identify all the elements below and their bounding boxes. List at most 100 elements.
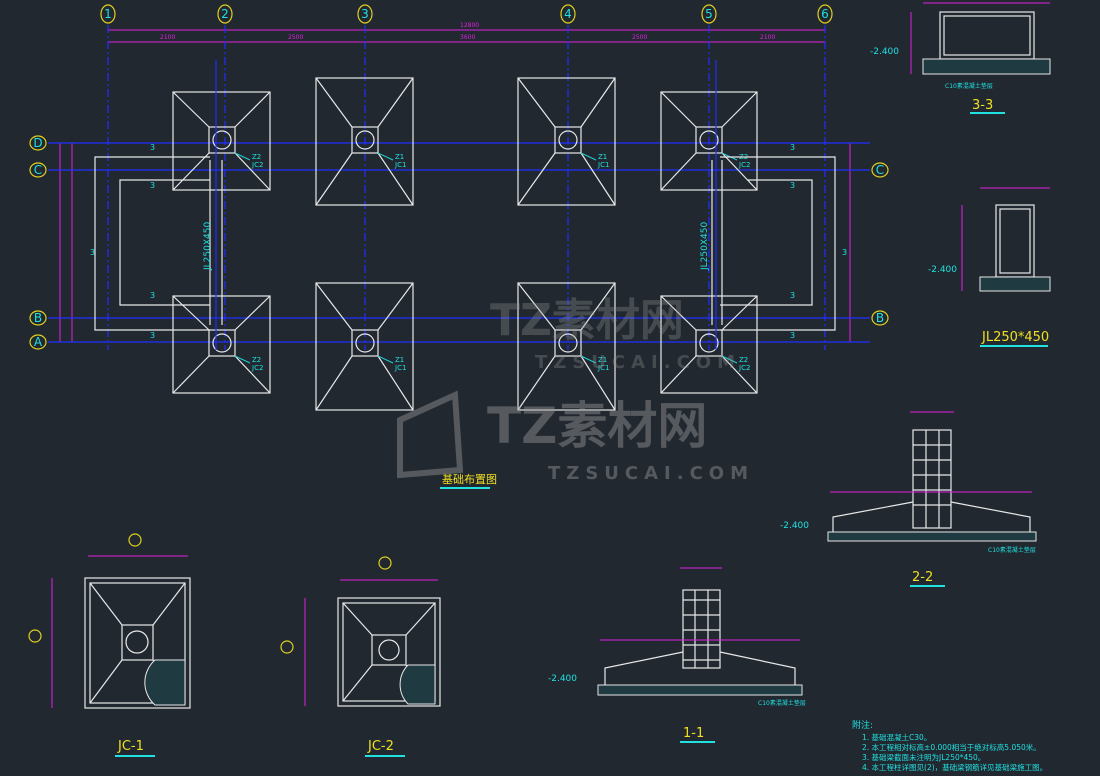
cushion-label: C10素混凝土垫层 [945,82,993,90]
leader-line [721,355,738,364]
section-mark: 3 [790,143,795,152]
axis-label-C: C [34,163,42,177]
footing-outline [660,295,758,394]
section-1-1: -2.400 C10素混凝土垫层 1-1 [548,567,806,743]
column-pedestal [695,329,723,357]
elevation-label: -2.400 [780,521,809,531]
column-pedestal [351,329,379,357]
axis-label-2: 2 [221,7,229,21]
note-item: 1. 基础混凝土C30。 [862,732,931,742]
leader-line [580,355,597,364]
footing-outline [517,282,616,411]
footing-label-z: Z2 [252,356,261,364]
jc1-title: JC-1 [117,739,144,754]
detail-jc2: JC-2 [280,556,441,757]
footing-slope-lines [660,295,758,394]
dim-seg: 2500 [288,34,303,41]
footing-label-jc: JC2 [251,364,263,372]
axis-bubble-B [29,310,47,326]
axis-label-B: B [34,311,42,325]
elevation-label: -2.400 [870,47,899,57]
footing-outline [315,282,414,411]
footing-label-jc: JC2 [738,161,750,169]
footing-label-z: Z1 [598,153,607,161]
section-2-2: -2.400 C10素混凝土垫层 2-2 [780,411,1037,587]
axis-label-A: A [34,335,43,349]
dim-seg: 2500 [632,34,647,41]
axis-bubble-1 [100,4,116,24]
detail-jc1: JC-1 [28,533,191,757]
watermark-url: TZSUCAI.COM [548,463,754,484]
top-dimension-lines: 12800 2100 2500 3600 2500 2100 [59,22,851,342]
leader-line [580,152,597,161]
notes-heading: 附注: [852,719,873,731]
footing-outline [517,77,616,206]
column-pedestal [554,126,582,154]
jc2-title: JC-2 [367,739,394,754]
column-circle [355,333,375,353]
leader-line [234,152,251,161]
axis-bubble-3 [357,4,373,24]
plan-title: 基础布置图 [442,473,497,486]
footing-outline [660,91,758,191]
jl-title: JL250*450 [981,330,1049,345]
note-item: 3. 基础梁截面未注明为JL250*450。 [862,752,985,762]
section-mark: 3 [150,143,155,152]
elevation-label: -2.400 [928,265,957,275]
column-circle [699,130,719,150]
dim-total: 12800 [460,22,479,29]
axis-bubble-D [29,135,47,151]
footing-label-jc: JC1 [597,364,609,372]
watermark-brand: TZ素材网 [490,295,684,346]
footing-label-jc: JC2 [251,161,263,169]
section-mark: 3 [790,181,795,190]
watermark-brand: TZ素材网 [487,397,707,455]
footing-label-z: Z2 [739,356,748,364]
section-mark: 3 [150,331,155,340]
column-pedestal [351,126,379,154]
column-circle [558,130,578,150]
leader-line [377,152,394,161]
section-mark: 3 [790,331,795,340]
section-3-3: -2.400 C10素混凝土垫层 3-3 [870,2,1051,114]
footing-slope-lines [172,295,271,394]
footing-label-z: Z1 [395,356,404,364]
beam-label: JL250X450 [203,222,213,271]
axis-bubble-A [29,334,47,350]
column-pedestal [695,126,723,154]
column-pedestal [208,329,236,357]
footing-slope-lines [517,77,616,206]
axis-bubble-B [871,310,889,326]
sec22-title: 2-2 [912,570,933,585]
sec33-title: 3-3 [972,98,993,113]
section-mark: 3 [790,291,795,300]
footing-label-z: Z1 [395,153,404,161]
column-circle [212,333,232,353]
section-jl: -2.400 JL250*450 [928,187,1051,347]
column-circle [699,333,719,353]
axis-label-6: 6 [821,7,829,21]
footing-slope-lines [315,77,414,206]
column-circle [355,130,375,150]
watermark-url: TZSUCAI.COM [535,352,741,373]
axis-label-B: B [876,311,884,325]
note-item: 2. 本工程相对标高±0.000相当于绝对标高5.050米。 [862,742,1041,752]
footing-label-jc: JC1 [394,364,406,372]
sec11-title: 1-1 [683,726,704,741]
section-mark: 3 [842,248,847,257]
axis-label-1: 1 [104,7,112,21]
column-circle [212,130,232,150]
leader-line [234,355,251,364]
footing-slope-lines [517,282,616,411]
notes: 附注: 1. 基础混凝土C30。 2. 本工程相对标高±0.000相当于绝对标高… [852,719,1047,772]
axis-bubble-5 [701,4,717,24]
footing-label-z: Z1 [598,356,607,364]
axis-label-4: 4 [564,7,572,21]
